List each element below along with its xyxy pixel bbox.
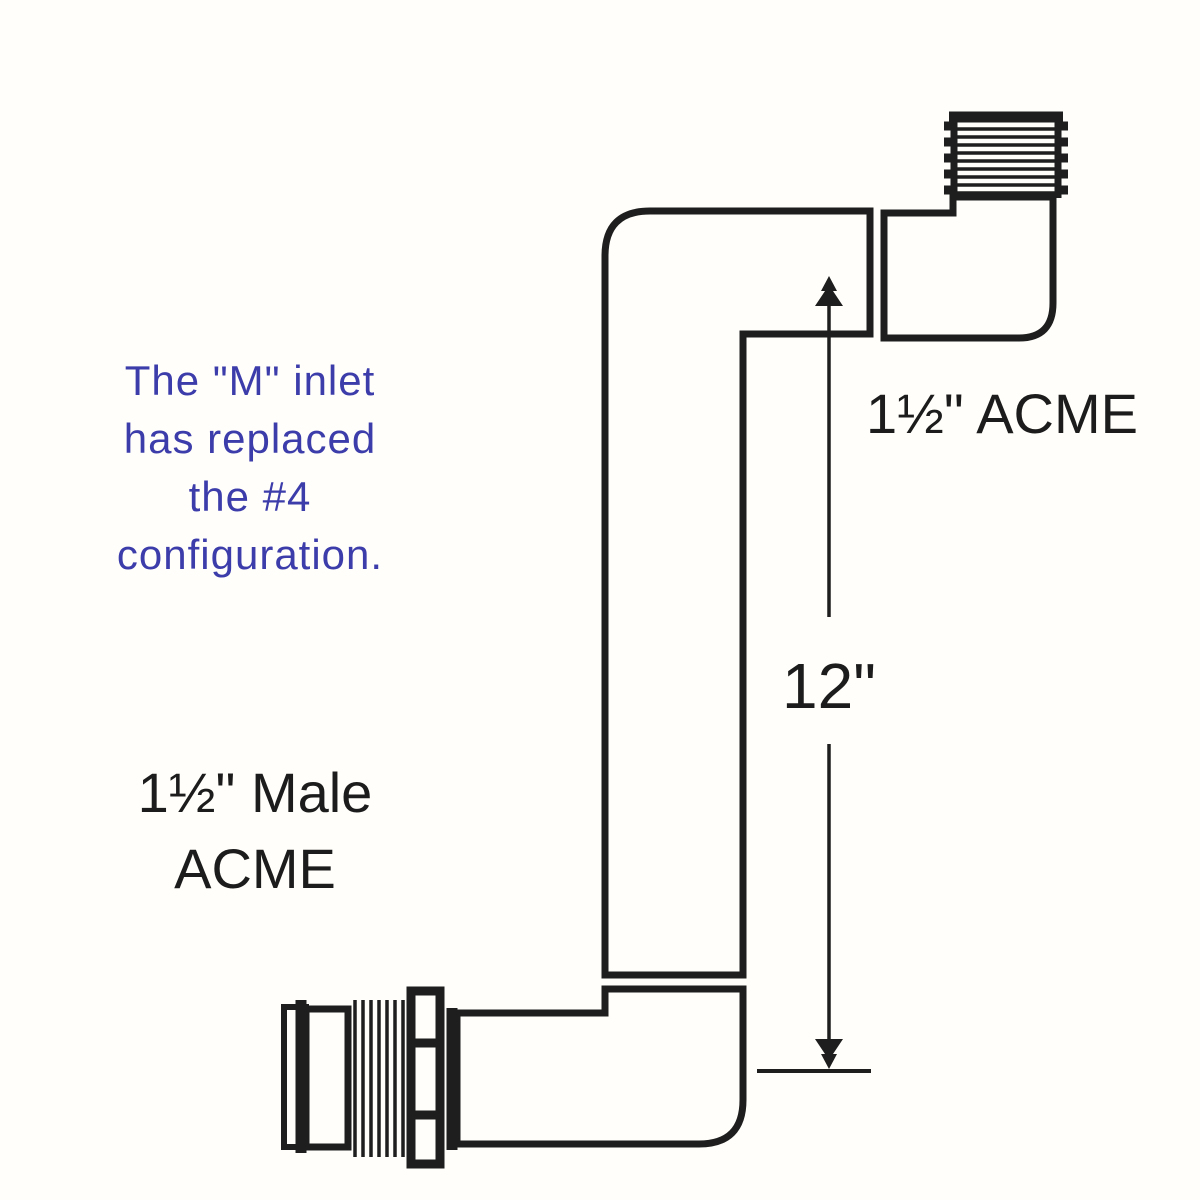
dimension-line-12in <box>757 276 871 1073</box>
label-bottom-fitting-size: 1½" Male ACME <box>137 761 373 901</box>
main-pipe-body <box>601 207 874 979</box>
thread-nubs-right <box>1061 121 1068 195</box>
lower-thread-male-acme-end <box>281 986 445 1169</box>
flange-collar <box>406 986 445 1169</box>
dimension-arrow-up-icon <box>815 276 843 306</box>
lower-elbow-fitting <box>446 985 747 1150</box>
label-top-fitting-size: 1½" ACME <box>866 382 1138 445</box>
thread-nubs-left <box>944 121 951 195</box>
upper-elbow-fitting <box>880 193 1057 342</box>
note-m-inlet-replacement: The "M" inlet has replaced the #4 config… <box>116 357 384 578</box>
upper-thread-male-acme-end <box>944 111 1068 198</box>
label-dimension-12in: 12" <box>782 650 876 722</box>
dimension-arrow-down-icon <box>815 1039 843 1069</box>
